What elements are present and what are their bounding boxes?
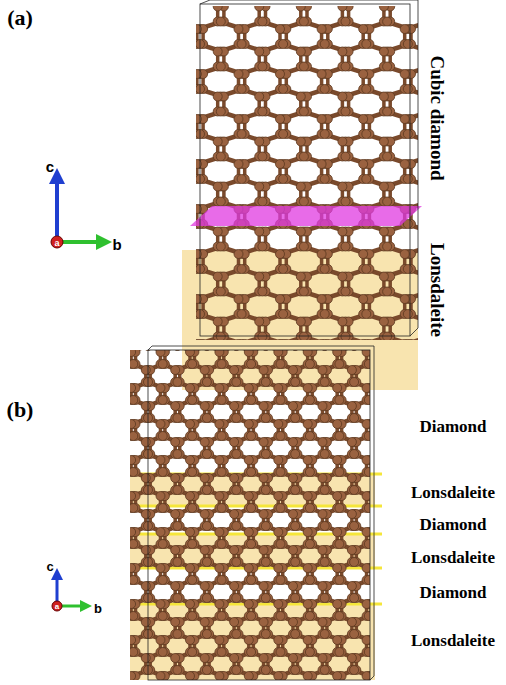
interface-plane: [190, 206, 422, 226]
lonsdaleite-region: [182, 250, 418, 390]
cell-outline: [148, 0, 418, 680]
axis-label: b: [94, 602, 102, 615]
phase-label: Diamond: [419, 584, 486, 601]
axis-triad: [52, 574, 86, 611]
axis-triad: [51, 176, 104, 248]
phase-label: Lonsdaleite: [411, 632, 495, 649]
axis-label: c: [46, 560, 53, 573]
axis-label: b: [112, 237, 121, 252]
atom-lattice: [196, 6, 418, 340]
panel-label: (b): [7, 399, 34, 421]
atom-lattice: [130, 350, 370, 680]
axis-label: a: [55, 603, 59, 611]
panel-label: (a): [7, 7, 33, 29]
axis-label: a: [54, 239, 59, 248]
phase-label: Diamond: [419, 418, 486, 435]
lonsdaleite-bands: [130, 474, 382, 680]
phase-label: Lonsdaleite: [411, 549, 495, 566]
phase-label: Lonsdaleite: [411, 484, 495, 501]
phase-label: Lonsdaleite: [428, 243, 447, 337]
axis-label: c: [46, 159, 54, 174]
phase-label: Diamond: [419, 516, 486, 533]
phase-label: Cubic diamond: [428, 55, 447, 180]
